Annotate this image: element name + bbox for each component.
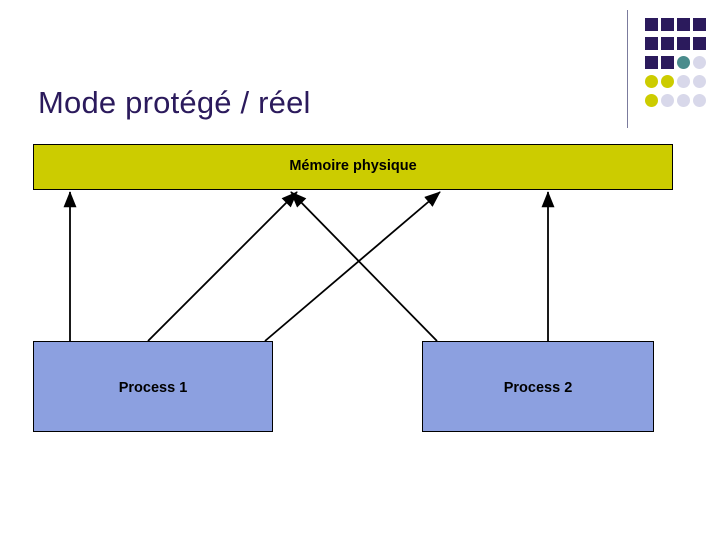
- dot-grid-decoration: [645, 18, 707, 116]
- header-divider-rule: [627, 10, 628, 128]
- memory-block-label: Mémoire physique: [289, 158, 417, 174]
- process1-diagonal-to-memory-right-arrow: [264, 191, 441, 342]
- process-1-block: Process 1: [33, 341, 273, 432]
- decoration-dot: [661, 37, 674, 50]
- process-2-block: Process 2: [422, 341, 654, 432]
- page-title: Mode protégé / réel: [38, 84, 311, 120]
- decoration-dot: [693, 18, 706, 31]
- decoration-dot: [661, 56, 674, 69]
- decoration-dot: [677, 56, 690, 69]
- process-2-label: Process 2: [503, 380, 573, 396]
- decoration-dot: [693, 94, 706, 107]
- memory-block: Mémoire physique: [33, 144, 673, 190]
- process2-diagonal-to-memory-center-arrow: [290, 191, 438, 342]
- decoration-dot: [661, 75, 674, 88]
- decoration-dot: [645, 18, 658, 31]
- decoration-dot: [645, 37, 658, 50]
- decoration-dot: [645, 75, 658, 88]
- decoration-dot: [645, 56, 658, 69]
- decoration-dot: [693, 56, 706, 69]
- decoration-dot: [677, 75, 690, 88]
- decoration-dot: [677, 18, 690, 31]
- decoration-dot: [661, 94, 674, 107]
- decoration-dot: [677, 37, 690, 50]
- process-1-label: Process 1: [118, 380, 188, 396]
- process1-right-to-memory-center-arrow: [147, 191, 298, 342]
- decoration-dot: [645, 94, 658, 107]
- decoration-dot: [693, 37, 706, 50]
- decoration-dot: [693, 75, 706, 88]
- decoration-dot: [677, 94, 690, 107]
- decoration-dot: [661, 18, 674, 31]
